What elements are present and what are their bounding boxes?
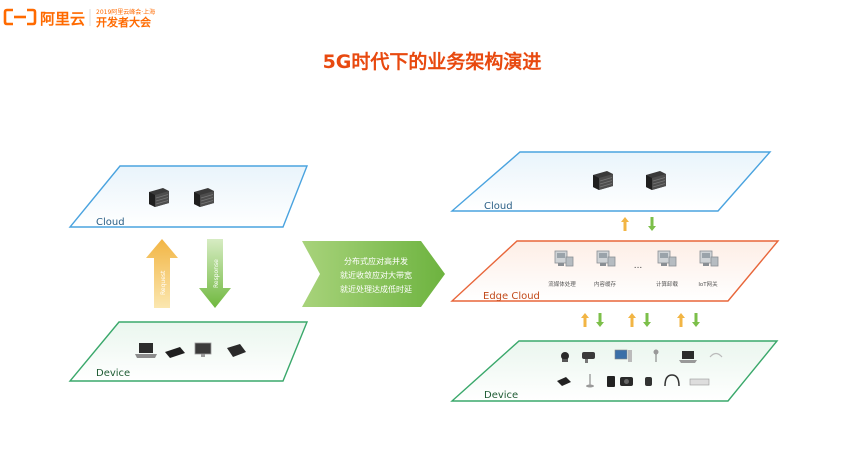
aliyun-logo-icon bbox=[3, 8, 37, 26]
edge-node-cache: 内容缓存 bbox=[594, 250, 617, 288]
edge-node-compute: 计算卸载 bbox=[656, 250, 679, 288]
down-arrow-icon bbox=[643, 313, 651, 327]
left-device-plane bbox=[68, 321, 309, 382]
aliyun-logo: 阿里云 bbox=[3, 8, 85, 28]
center-line-3: 就近处理达成低时延 bbox=[340, 284, 412, 294]
desktop-icon bbox=[614, 349, 632, 362]
left-cloud-plane bbox=[68, 165, 309, 228]
edge-cloud-plane bbox=[450, 240, 780, 302]
edge-node-iot: IoT网关 bbox=[698, 250, 719, 288]
center-transition-arrow: 分布式应对高并发 就近收敛应对大带宽 就近处理达成低时延 bbox=[302, 241, 445, 307]
event-subtitle: 2019阿里云峰会·上海 bbox=[96, 8, 155, 16]
phone-icon bbox=[607, 376, 615, 387]
edge-cloud-label: Edge Cloud bbox=[483, 291, 540, 302]
edge-nodes: 流媒体处理 内容缓存 ... 计算卸载 IoT网关 bbox=[548, 250, 719, 288]
event-title: 开发者大会 bbox=[96, 15, 152, 29]
down-arrow-icon bbox=[692, 313, 700, 327]
edge-node-label: 内容缓存 bbox=[594, 280, 617, 288]
smartwatch-icon bbox=[645, 377, 652, 386]
dslr-camera-icon bbox=[620, 377, 633, 386]
slide-title: 5G时代下的业务架构演进 bbox=[322, 51, 542, 73]
edge-ellipsis: ... bbox=[634, 261, 643, 271]
logo-text: 阿里云 bbox=[40, 10, 85, 28]
left-device-label: Device bbox=[96, 368, 130, 379]
earphones-icon bbox=[709, 352, 723, 358]
cctv-icon bbox=[582, 352, 595, 363]
down-arrow-icon bbox=[648, 217, 656, 231]
up-arrow-icon bbox=[677, 313, 685, 327]
request-label: Request bbox=[160, 270, 167, 295]
monitor-icon bbox=[194, 342, 212, 357]
camera-icon bbox=[561, 352, 569, 362]
keyboard-icon bbox=[689, 378, 710, 386]
up-arrow-icon bbox=[581, 313, 589, 327]
laptop-icon bbox=[135, 343, 157, 358]
left-devices bbox=[135, 342, 246, 358]
center-line-2: 就近收敛应对大带宽 bbox=[340, 270, 412, 280]
right-cloud-label: Cloud bbox=[484, 201, 513, 212]
center-line-1: 分布式应对高并发 bbox=[344, 256, 408, 266]
microphone-icon bbox=[653, 349, 659, 362]
edge-node-label: 计算卸载 bbox=[656, 280, 679, 288]
tablet-icon bbox=[557, 377, 571, 386]
ipad-icon bbox=[227, 344, 246, 357]
laptop-icon bbox=[679, 351, 697, 363]
right-device-plane bbox=[450, 340, 779, 402]
right-device-label: Device bbox=[484, 390, 518, 401]
tablet-icon bbox=[165, 347, 185, 358]
left-cloud-label: Cloud bbox=[96, 217, 125, 228]
up-arrow-icon bbox=[628, 313, 636, 327]
up-arrow-icon bbox=[621, 217, 629, 231]
right-devices bbox=[557, 349, 723, 388]
edge-node-label: 流媒体处理 bbox=[548, 280, 576, 288]
request-arrow: Request bbox=[146, 239, 178, 308]
response-label: Response bbox=[213, 259, 220, 288]
response-arrow: Response bbox=[199, 239, 231, 308]
down-arrow-icon bbox=[596, 313, 604, 327]
desk-mic-icon bbox=[586, 374, 594, 388]
headphones-icon bbox=[664, 374, 680, 387]
edge-node-streaming: 流媒体处理 bbox=[548, 250, 576, 288]
edge-node-label: IoT网关 bbox=[698, 280, 718, 288]
